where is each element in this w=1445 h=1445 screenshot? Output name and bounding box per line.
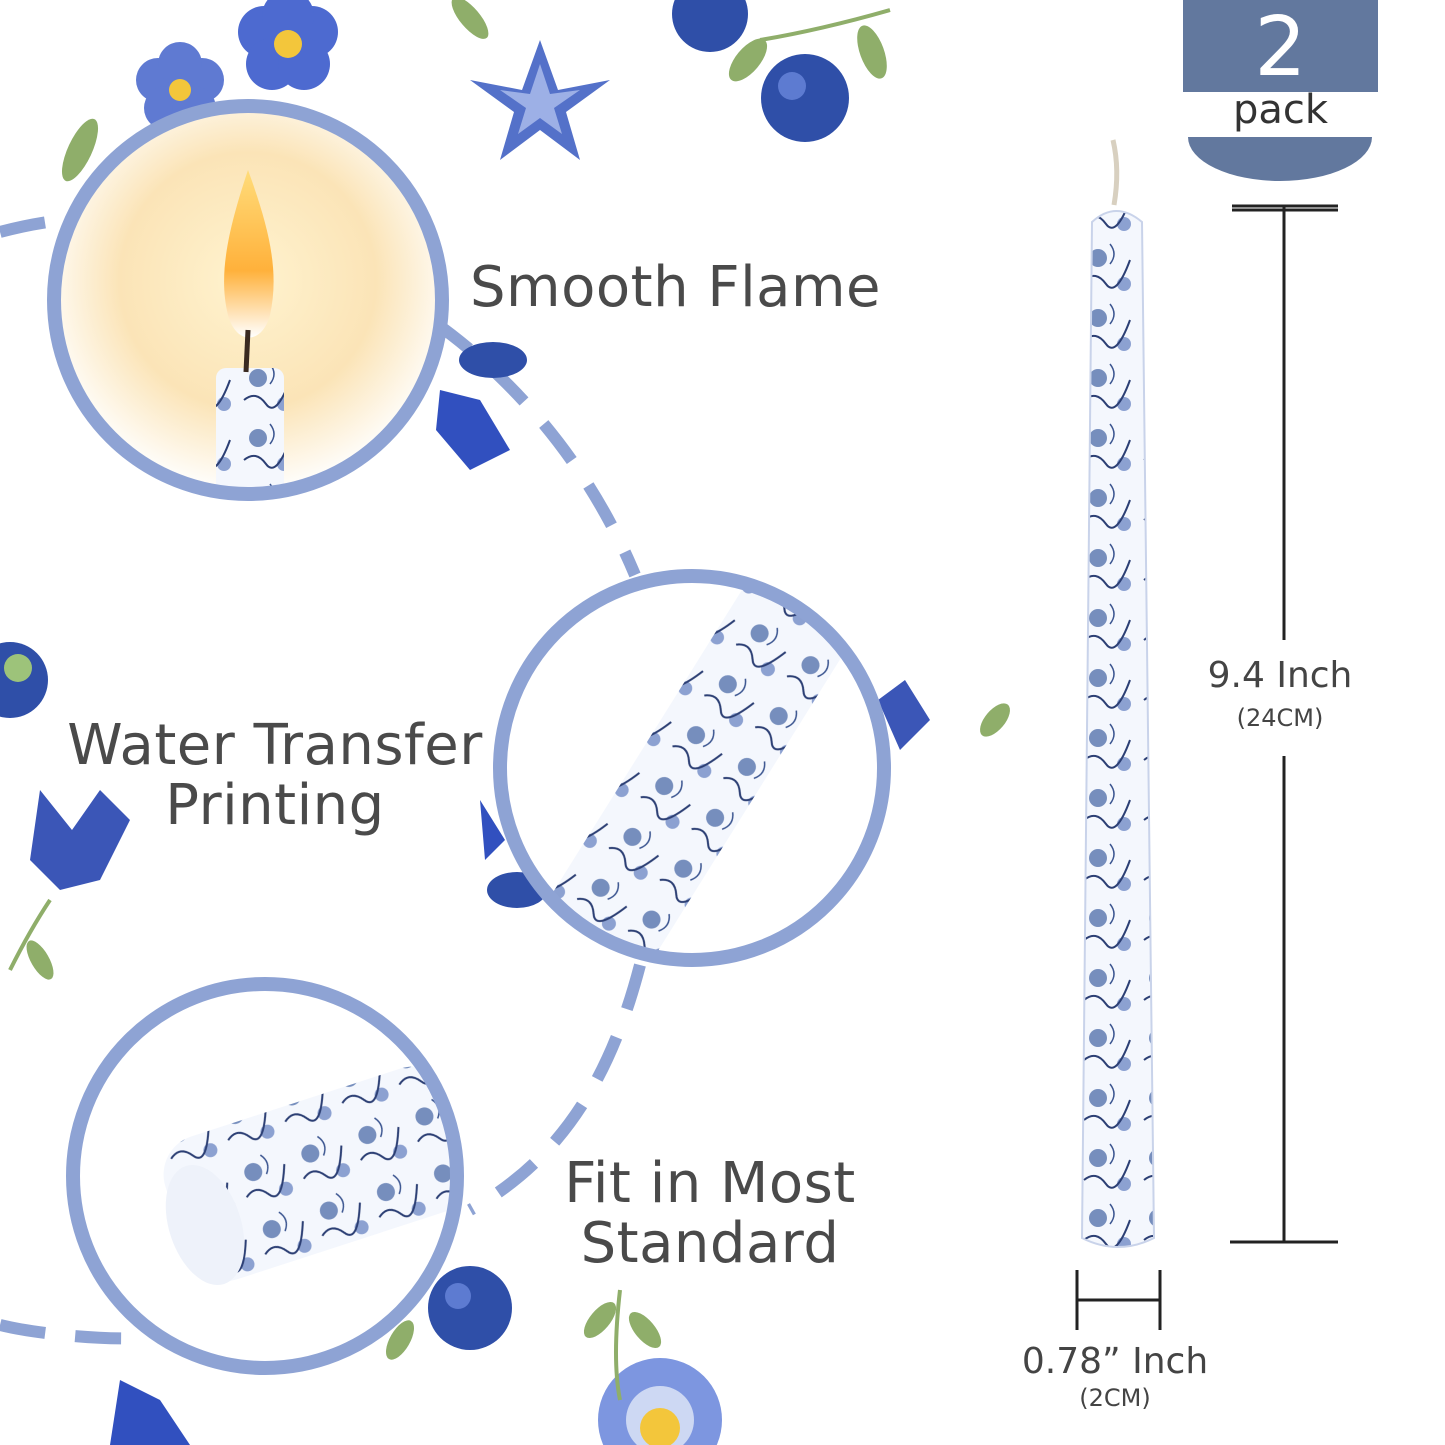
feature-line: Fit in Most <box>564 1151 856 1216</box>
feature-line: Water Transfer <box>67 713 483 778</box>
width-dimension-line <box>1075 1270 1162 1330</box>
feature-line: Printing <box>165 773 385 838</box>
length-dimension-line <box>1230 204 1338 1244</box>
pack-label: pack <box>1232 87 1329 133</box>
feature-smooth-flame: Smooth Flame <box>470 258 881 318</box>
leaf-icon <box>26 0 1010 1360</box>
candle-flame-icon <box>224 170 274 338</box>
length-label: 9.4 Inch <box>1195 656 1365 696</box>
blueberry-icon <box>0 0 849 1350</box>
feature-line: Smooth Flame <box>470 255 881 320</box>
fit-standard-circle <box>66 977 464 1375</box>
pack-count-badge: 2 <box>1183 0 1378 95</box>
taper-candle-image <box>1080 139 1156 1248</box>
flower-icon <box>30 0 930 1445</box>
feature-water-transfer: Water Transfer Printing <box>60 716 490 836</box>
feature-line: Standard <box>580 1211 840 1276</box>
smooth-flame-circle <box>47 99 449 501</box>
length-metric-label: (24CM) <box>1195 704 1365 732</box>
width-metric-label: (2CM) <box>1015 1384 1215 1412</box>
width-label: 0.78” Inch <box>1015 1342 1215 1382</box>
feature-fit-standard: Fit in Most Standard <box>545 1154 875 1274</box>
water-transfer-circle <box>493 569 891 967</box>
